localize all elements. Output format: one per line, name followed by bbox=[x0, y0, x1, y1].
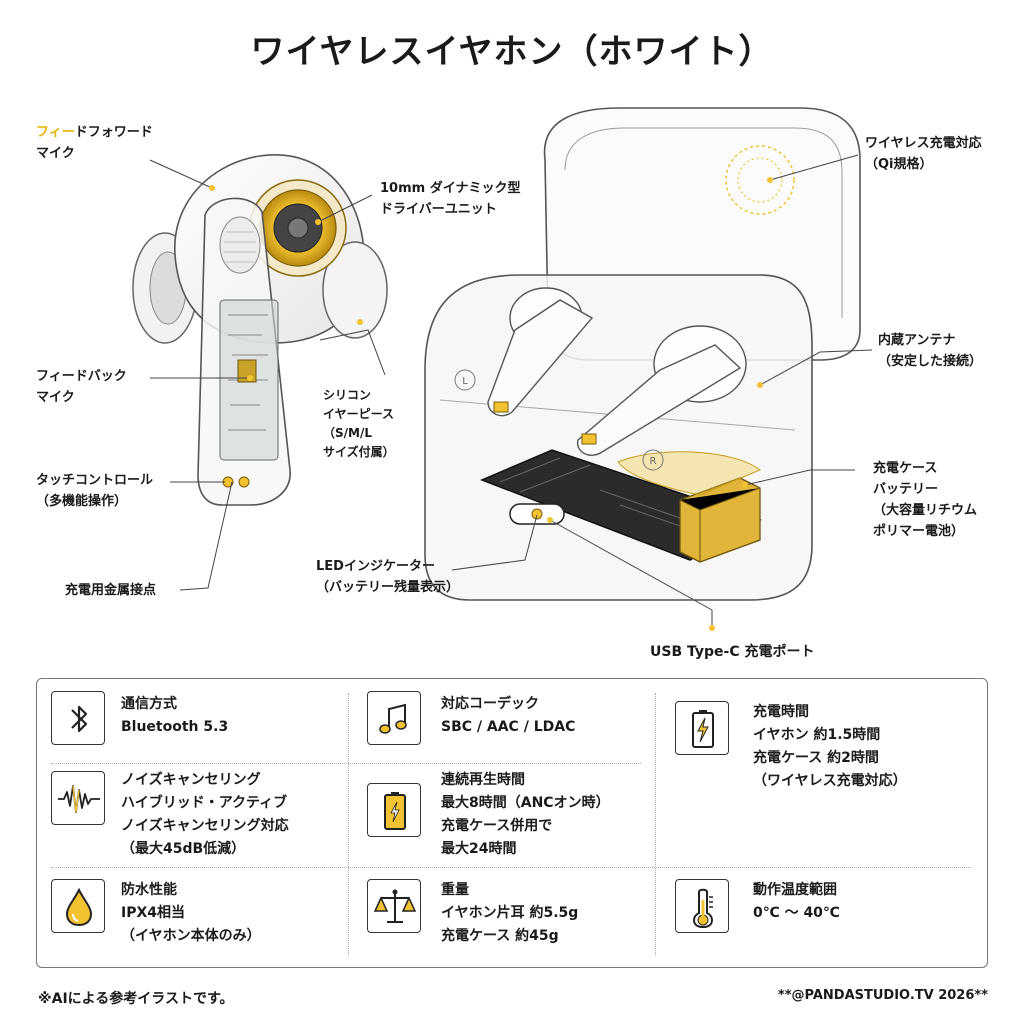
spec-value: 充電ケース 約2時間 bbox=[753, 750, 879, 766]
callout-feedforward-mic: フィードフォワード マイク bbox=[36, 125, 153, 161]
soundwave-icon bbox=[51, 771, 105, 825]
leader-lines bbox=[149, 154, 873, 625]
callout-wireless-charging: ワイヤレス充電対応 （Qi規格） bbox=[865, 136, 982, 172]
callout-feedback-mic: フィードバック マイク bbox=[36, 369, 127, 405]
charging-case: L R bbox=[424, 107, 861, 601]
spec-value: （ワイヤレス充電対応） bbox=[753, 773, 907, 789]
music-note-icon bbox=[367, 691, 421, 745]
callout-usb-port: USB Type-C 充電ポート bbox=[650, 644, 815, 660]
callout-ear-tips: シリコン イヤーピース （S/M/L サイズ付属） bbox=[323, 388, 395, 459]
spec-table: 通信方式 Bluetooth 5.3 対応コーデック SBC / AAC / L… bbox=[36, 678, 988, 968]
spec-value: 充電ケース 約45g bbox=[441, 928, 559, 944]
spec-value: 最大8時間（ANCオン時） bbox=[441, 795, 610, 811]
spec-title: 対応コーデック bbox=[441, 696, 539, 712]
case-mark-left: L bbox=[462, 376, 468, 387]
scale-icon bbox=[367, 879, 421, 933]
spec-value: IPX4相当 bbox=[121, 905, 186, 921]
spec-value: 最大24時間 bbox=[441, 841, 517, 857]
water-drop-icon bbox=[51, 879, 105, 933]
spec-value: Bluetooth 5.3 bbox=[121, 719, 229, 735]
spec-title: 充電時間 bbox=[753, 704, 809, 720]
thermometer-icon bbox=[675, 879, 729, 933]
spec-value: 0℃ ～ 40℃ bbox=[753, 905, 840, 921]
spec-value: ノイズキャンセリング対応 bbox=[121, 818, 289, 834]
bluetooth-icon bbox=[51, 691, 105, 745]
spec-title: 通信方式 bbox=[121, 696, 177, 712]
spec-title: 動作温度範囲 bbox=[753, 882, 837, 898]
callout-driver: 10mm ダイナミック型 ドライバーユニット bbox=[380, 181, 521, 217]
spec-value: イヤホン片耳 約5.5g bbox=[441, 905, 579, 921]
spec-title: 重量 bbox=[441, 882, 469, 898]
earbuds-illustration: L R bbox=[132, 107, 873, 631]
spec-value: イヤホン 約1.5時間 bbox=[753, 727, 881, 743]
footer-disclaimer: ※AIによる参考イラストです。 bbox=[38, 991, 234, 1007]
callout-antenna: 内蔵アンテナ （安定した接続） bbox=[878, 333, 983, 369]
spec-value: （最大45dB低減） bbox=[121, 841, 246, 857]
callout-case-battery: 充電ケース バッテリー （大容量リチウム ポリマー電池） bbox=[873, 461, 978, 539]
spec-title: 連続再生時間 bbox=[441, 772, 525, 788]
callout-touch-control: タッチコントロール （多機能操作） bbox=[36, 473, 154, 509]
callout-led-indicator: LEDインジケーター （バッテリー残量表示） bbox=[316, 559, 460, 595]
case-mark-right: R bbox=[650, 456, 657, 467]
spec-value: 充電ケース併用で bbox=[441, 818, 553, 834]
charging-battery-icon bbox=[675, 701, 729, 755]
battery-icon bbox=[367, 783, 421, 837]
earbud-exploded bbox=[132, 154, 388, 506]
spec-value: （イヤホン本体のみ） bbox=[121, 928, 261, 944]
leader-dots bbox=[209, 177, 773, 631]
spec-title: ノイズキャンセリング bbox=[121, 772, 261, 788]
spec-title: 防水性能 bbox=[121, 882, 177, 898]
callout-charging-contacts: 充電用金属接点 bbox=[65, 583, 157, 598]
footer-credit: **@PANDASTUDIO.TV 2026** bbox=[777, 988, 988, 1003]
page-title: ワイヤレスイヤホン（ホワイト） bbox=[250, 32, 774, 72]
spec-value: SBC / AAC / LDAC bbox=[441, 719, 576, 735]
spec-value: ハイブリッド・アクティブ bbox=[121, 795, 288, 811]
